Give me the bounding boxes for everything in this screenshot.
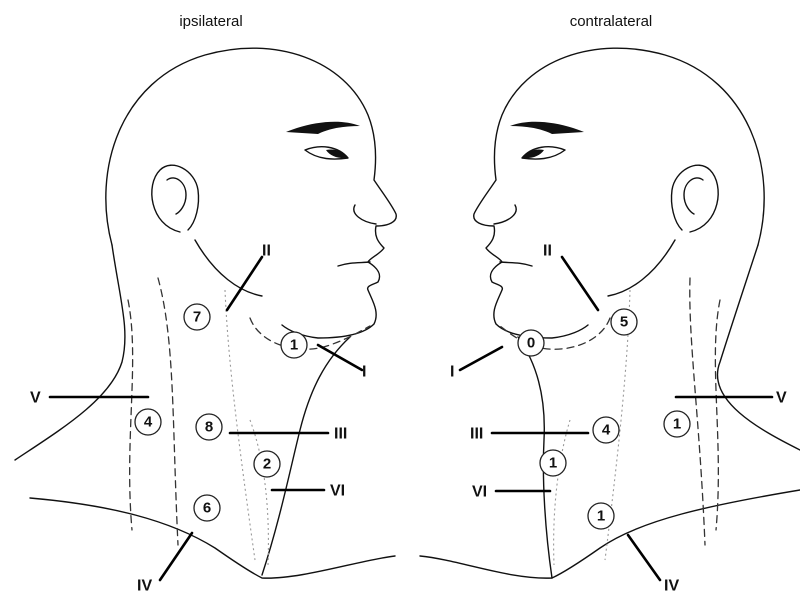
heading-contralateral: contralateral <box>570 13 653 30</box>
right-jaw <box>608 240 675 296</box>
right-boundary-V-front <box>690 278 705 545</box>
right-mouth <box>500 262 532 266</box>
contralateral-level-V: V <box>776 390 787 407</box>
ipsilateral-level-VI: VI <box>330 483 345 500</box>
ipsilateral-count-V: 4 <box>144 414 153 431</box>
contralateral-pointer-IV <box>628 535 660 580</box>
heading-ipsilateral: ipsilateral <box>179 13 242 30</box>
contralateral-level-I: I <box>450 364 454 381</box>
right-boundary-VI <box>554 420 570 565</box>
ipsilateral-level-IV: IV <box>137 578 152 595</box>
right-boundary-I <box>500 318 610 349</box>
left-neck-back <box>15 245 125 460</box>
left-ear <box>152 165 199 232</box>
contralateral-level-VI: VI <box>472 484 487 501</box>
right-eyebrow <box>510 122 584 134</box>
contralateral-count-IV: 1 <box>597 508 605 525</box>
contralateral-pointer-II <box>562 257 598 310</box>
contralateral-count-I: 0 <box>527 335 535 352</box>
ipsilateral-pointer-IV <box>160 533 192 580</box>
contralateral-level-IV: IV <box>664 578 679 595</box>
contralateral-pointer-I <box>460 347 502 370</box>
contralateral-count-VI: 1 <box>549 455 557 472</box>
left-nose <box>354 205 376 224</box>
left-boundary-II-III <box>225 290 255 560</box>
ipsilateral-count-III: 8 <box>205 419 213 436</box>
right-ear <box>671 165 718 232</box>
ipsilateral-count-IV: 6 <box>203 500 211 517</box>
contralateral-count-II: 5 <box>620 314 628 331</box>
contralateral-level-II: II <box>543 243 552 260</box>
right-head-outline <box>474 48 764 338</box>
left-boundary-VI <box>250 420 268 565</box>
left-mouth <box>338 262 370 266</box>
left-ear-inner <box>167 178 186 214</box>
ipsilateral-level-V: V <box>30 390 41 407</box>
ipsilateral-count-II: 7 <box>193 309 201 326</box>
ipsilateral-pointer-I <box>318 345 362 370</box>
right-ear-inner <box>684 178 703 214</box>
contralateral-level-III: III <box>470 426 483 443</box>
contralateral-count-III: 4 <box>602 422 611 439</box>
left-boundary-V-back <box>128 300 133 530</box>
left-head-outline <box>106 48 396 338</box>
right-nose <box>494 205 516 224</box>
left-boundary-I <box>250 318 370 349</box>
ipsilateral-level-II: II <box>262 243 271 260</box>
contralateral-count-V: 1 <box>673 416 681 433</box>
ipsilateral-count-VI: 2 <box>263 456 271 473</box>
left-jaw <box>195 240 262 296</box>
ipsilateral-level-I: I <box>362 364 366 381</box>
right-shoulder <box>420 490 800 578</box>
right-boundary-V-back <box>715 300 720 530</box>
ipsilateral-level-III: III <box>334 426 347 443</box>
ipsilateral-count-I: 1 <box>290 337 298 354</box>
right-neck-back <box>717 245 800 450</box>
left-boundary-V-front <box>158 278 178 545</box>
left-eyebrow <box>286 122 360 134</box>
